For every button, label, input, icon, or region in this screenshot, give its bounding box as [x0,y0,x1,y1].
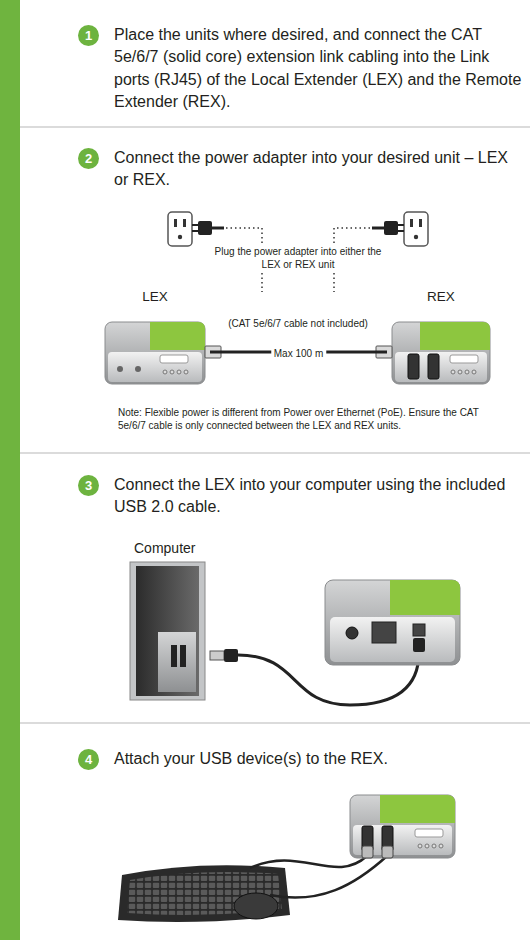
outlet-slot [410,219,413,227]
step-text: Connect the power adapter into your desi… [114,147,524,192]
computer-tower [130,562,205,700]
rex-housing [350,795,455,858]
led [439,844,443,848]
rear-face [330,617,455,662]
step-number-text: 2 [85,151,92,167]
usb-a-plug [382,846,393,858]
step-text: Connect the LEX into your computer using… [114,474,524,519]
power-note: Plug the power adapter into either the L… [205,245,391,271]
mouse [234,893,278,919]
usb-b-port [413,624,425,636]
usb-a-plug [362,846,373,858]
led [425,844,429,848]
rj45-port [372,622,396,643]
led [170,370,174,374]
plug-prong [192,224,199,226]
led [465,370,469,374]
tower-face [136,566,199,696]
divider [20,126,530,128]
lex-housing [105,322,205,384]
green-panel [380,795,455,823]
device-label: REX [387,289,495,305]
mouse-cable [270,856,387,898]
led [458,370,462,374]
device-box: LEX [100,289,210,387]
usb-port [180,645,186,667]
led [432,844,436,848]
power-plug [384,221,398,235]
power-plug [198,221,212,235]
step-text: Attach your USB device(s) to the REX. [114,748,524,770]
rex-housing [392,322,490,384]
led [451,370,455,374]
led [418,844,422,848]
divider [20,722,530,724]
usb-port [428,354,439,379]
power-cord [212,227,224,230]
device-box: Computer [128,540,212,702]
plug-prong [192,230,199,232]
power-cord [372,227,384,230]
led [163,370,167,374]
outlet-slot [174,219,177,227]
wall-outlet [168,212,192,246]
step-number-text: 4 [85,752,92,768]
note-text: Note: Flexible power is different from P… [118,406,498,432]
usb-port [171,645,177,667]
outlet-slot [419,219,422,227]
led [177,370,181,374]
device-label: LEX [100,289,210,305]
side-bar [0,0,20,940]
usb-a-plug [224,649,238,662]
step-text: Place the units where desired, and conne… [114,24,524,114]
green-panel [420,322,490,350]
device-label: Computer [128,540,212,557]
step-number: 1 [78,25,99,46]
lex-housing [325,580,460,665]
logo-plate [160,355,188,363]
usb-a-plug [210,651,224,660]
usb-b-plug [413,638,425,652]
logo-plate [415,829,443,837]
dc-jack [346,627,358,639]
keyboard-cable [250,856,367,868]
led [184,370,188,374]
step-number: 4 [78,749,99,770]
device-box: REX [387,289,495,387]
button [117,366,123,372]
plug-prong [397,230,404,232]
front-face [108,352,202,382]
outlet-ground [178,235,182,239]
step-number: 2 [78,148,99,169]
plug-prong [397,224,404,226]
cable-note: (CAT 5e/6/7 cable not included) [214,318,382,330]
step-number-text: 1 [85,28,92,44]
green-panel [390,580,460,615]
button [135,366,141,372]
step-number: 3 [78,475,99,496]
front-face [395,352,487,382]
keyboard [118,865,290,922]
cable-length: Max 100 m [271,348,326,359]
outlet-slot [183,219,186,227]
green-panel [150,322,205,350]
outlet-ground [414,235,418,239]
step-number-text: 3 [85,478,92,494]
divider [20,452,530,454]
wall-outlet [404,212,428,246]
led [472,370,476,374]
front-panel [158,632,196,692]
logo-plate [450,355,478,363]
usb-port [408,354,419,379]
